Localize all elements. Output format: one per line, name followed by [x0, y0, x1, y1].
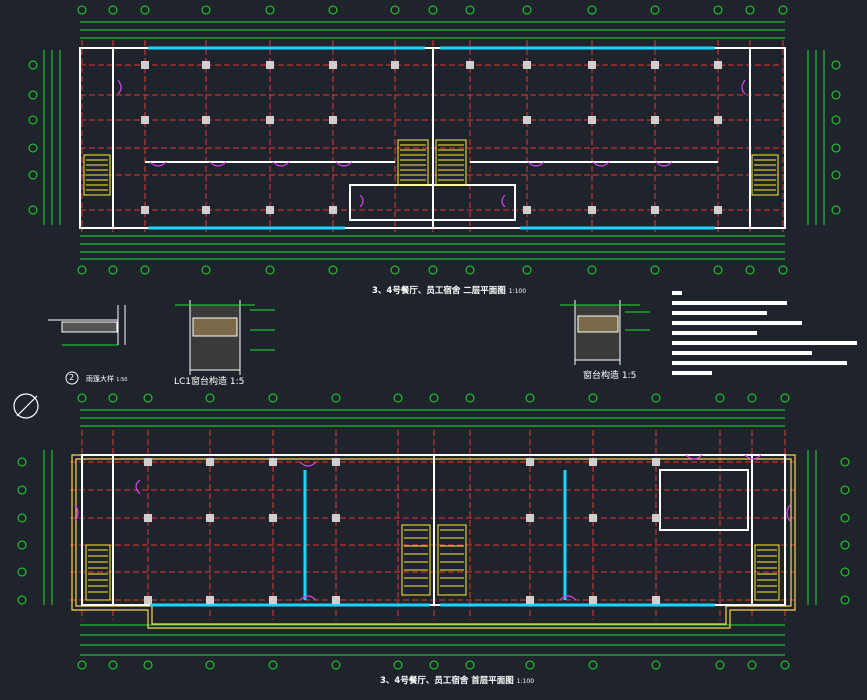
notes-line [672, 331, 757, 335]
notes-line [672, 341, 857, 345]
notes-line [672, 321, 802, 325]
notes-line [672, 371, 712, 375]
upper-plan-scale: 1:100 [508, 288, 527, 295]
lower-windows [150, 470, 715, 607]
lower-axis-bubbles [17, 393, 850, 670]
sill-detail [560, 300, 650, 365]
upper-plan-title-group: 3、4号餐厅、员工宿舍 二层平面图 1:100 [372, 284, 526, 296]
lower-side-dimensions [43, 450, 817, 605]
upper-doors [117, 79, 746, 208]
canopy-detail [48, 305, 126, 385]
lower-stairs [85, 524, 780, 601]
lower-bottom-dimensions [80, 624, 785, 656]
upper-columns [141, 61, 722, 214]
upper-top-dimensions [80, 21, 785, 39]
north-arrow-icon [13, 393, 39, 419]
notes-line [672, 351, 812, 355]
upper-floor-plan [28, 5, 841, 275]
lower-floor-plan [17, 393, 850, 670]
canopy-detail-title: 雨篷大样 [86, 375, 114, 383]
upper-windows [148, 46, 715, 230]
lc1-detail-title: LC1窗台构造 [174, 377, 228, 387]
notes-line [672, 361, 847, 365]
upper-bottom-dimensions [80, 235, 785, 260]
notes-line [672, 301, 787, 305]
lower-doors [74, 454, 791, 601]
lc1-detail-scale: 1:5 [229, 377, 245, 387]
canopy-detail-scale: 1:50 [116, 377, 128, 383]
upper-axis-bubbles [28, 5, 841, 275]
sill-detail-caption: 窗台构造 1:5 [583, 368, 636, 381]
lc1-sill-detail [175, 300, 275, 375]
notes-line [672, 311, 767, 315]
detail-number-bubble [65, 371, 79, 385]
lower-plan-title: 3、4号餐厅、员工宿舍 首层平面图 [380, 676, 514, 686]
lower-plan-title-group: 3、4号餐厅、员工宿舍 首层平面图 1:100 [380, 674, 534, 686]
sill-detail-title: 窗台构造 [583, 371, 620, 381]
design-notes-block [672, 291, 862, 377]
upper-stairs [83, 139, 779, 196]
sill-detail-scale: 1:5 [621, 371, 637, 381]
lower-walls [81, 454, 786, 606]
canopy-detail-caption: 雨篷大样 1:50 [86, 374, 127, 384]
upper-side-dimensions [43, 50, 825, 225]
lower-columns [144, 458, 660, 604]
lower-top-dimensions [80, 409, 785, 427]
upper-plan-title: 3、4号餐厅、员工宿舍 二层平面图 [372, 286, 506, 296]
lower-plan-scale: 1:100 [516, 678, 535, 685]
canopy-detail-number: 2 [69, 373, 75, 382]
lc1-detail-caption: LC1窗台构造 1:5 [174, 374, 244, 387]
upper-walls [79, 47, 786, 229]
notes-line [672, 291, 682, 295]
